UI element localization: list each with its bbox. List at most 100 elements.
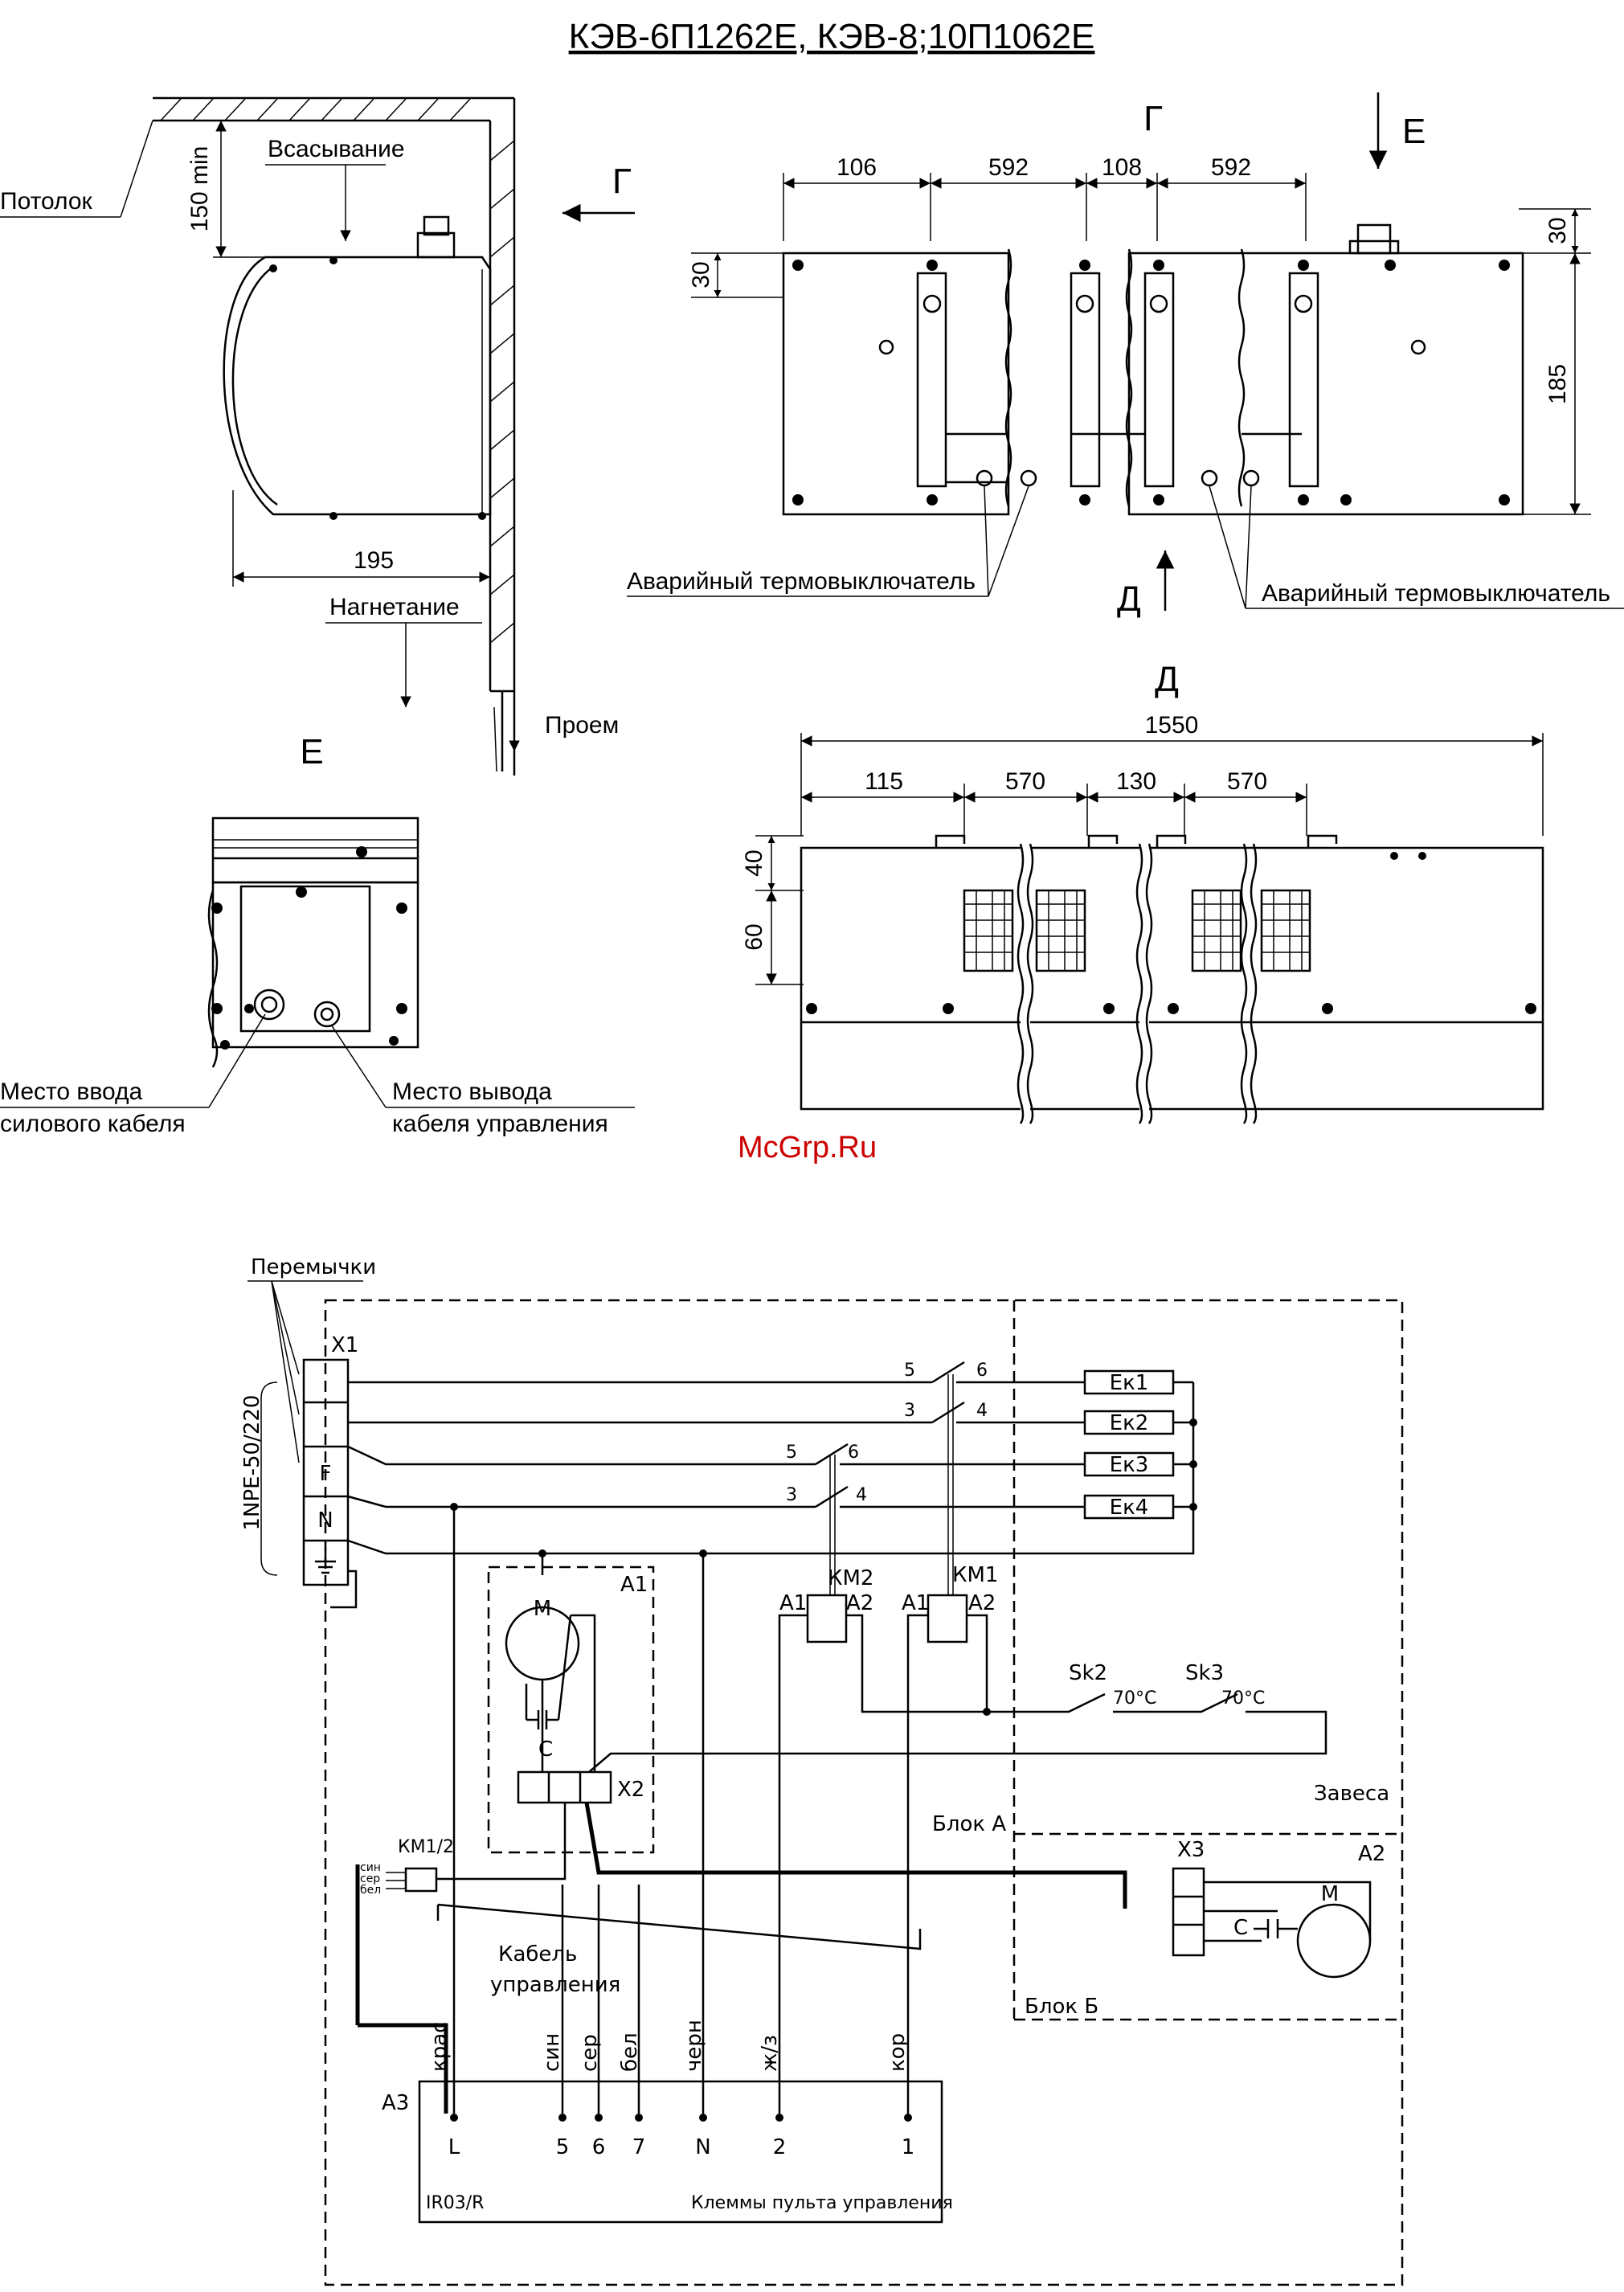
view-g: Г Е 106 592 108 592 30 185 30 xyxy=(627,92,1624,619)
jumpers-label: Перемычки xyxy=(251,1255,376,1279)
km2-contact-3: 3 xyxy=(786,1485,797,1505)
view-e: Е Место ввода силового кабеля Место выво… xyxy=(0,732,635,1137)
km2-contact-6: 6 xyxy=(848,1443,859,1463)
x2-label: X2 xyxy=(617,1778,644,1802)
heater-body-side xyxy=(223,256,492,516)
km1-label: КМ1 xyxy=(952,1563,998,1587)
block-a1-boundary xyxy=(487,1566,655,1854)
dim-115: 115 xyxy=(865,768,903,795)
terminal-1: 1 xyxy=(902,2135,915,2159)
x1-label: X1 xyxy=(331,1333,358,1357)
km1-coil xyxy=(927,1594,968,1643)
motor-a1-label: М xyxy=(534,1597,551,1621)
term-color-ser: сер xyxy=(578,2034,602,2072)
capacitor-a1 xyxy=(526,1710,558,1729)
x1-terminal-n: N xyxy=(317,1508,333,1533)
opening-label: Проем xyxy=(545,712,619,739)
term-color-zhz: ж/з xyxy=(758,2035,782,2072)
term-color-kor: кор xyxy=(886,2033,910,2072)
block-a-label: Блок А xyxy=(932,1812,1006,1836)
km1-contact-3: 3 xyxy=(904,1401,915,1421)
control-cable-label-1: Кабель xyxy=(498,1942,577,1967)
km1-a1-label: А1 xyxy=(902,1591,929,1615)
dim-130: 130 xyxy=(1116,768,1156,795)
km12-connector xyxy=(404,1867,438,1893)
x1-terminal-f: F xyxy=(320,1462,332,1486)
total-dim: 1550 xyxy=(1145,712,1199,739)
control-exit-label-2: кабеля управления xyxy=(392,1111,608,1137)
panel-terminals: L 5 6 7 N 2 1 xyxy=(448,2135,915,2159)
wiring-schematic: Перемычки 1NPE-50/220 X1 F N Ек1 Ек2 Ек3 xyxy=(240,1255,1404,2286)
km1-contact-5: 5 xyxy=(904,1361,915,1381)
discharge-label: Нагнетание xyxy=(329,594,460,620)
dim-108: 108 xyxy=(1102,154,1142,181)
heater-ek1-label: Ек1 xyxy=(1110,1371,1149,1395)
supply-label: 1NPE-50/220 xyxy=(240,1395,264,1531)
km2-a2-label: А2 xyxy=(846,1591,873,1615)
height-left-dim: 30 xyxy=(688,261,714,288)
km1-contact-4: 4 xyxy=(976,1401,988,1421)
power-entry-label-2: силового кабеля xyxy=(0,1111,186,1137)
wire-color-bel: бел xyxy=(360,1884,381,1897)
term-color-kras: крас xyxy=(427,2022,452,2072)
cable-gland-side xyxy=(416,231,456,259)
arrow-g-label: Г xyxy=(612,162,632,201)
sk2-label: Sk2 xyxy=(1069,1661,1107,1685)
panel-terminal-colors: крас син сер бел черн ж/з кор xyxy=(427,2020,910,2072)
view-d-label: Д xyxy=(1155,660,1179,699)
km2-coil xyxy=(806,1594,848,1643)
power-entry-gland xyxy=(253,988,285,1021)
sk3-temp: 70°С xyxy=(1221,1688,1265,1709)
terminal-l: L xyxy=(448,2135,460,2159)
cap-a2-label: С xyxy=(1233,1916,1248,1940)
km1-a2-label: А2 xyxy=(968,1591,996,1615)
hooks-view-d xyxy=(935,834,1338,848)
intake-label: Всасывание xyxy=(268,136,405,162)
bolts-view-d xyxy=(806,852,1536,1014)
term-color-chern: черн xyxy=(682,2020,706,2072)
heater-grilles xyxy=(963,889,1311,972)
power-entry-label-1: Место ввода xyxy=(0,1078,143,1105)
x3-label: X3 xyxy=(1177,1838,1205,1862)
km2-contact-5: 5 xyxy=(786,1443,797,1463)
thermo-left-label: Аварийный термовыключатель xyxy=(627,568,976,595)
ground-icon xyxy=(315,1547,336,1574)
capacitor-a2 xyxy=(1254,1919,1298,1938)
terminal-6: 6 xyxy=(592,2135,606,2159)
a1-label: А1 xyxy=(620,1573,648,1597)
dim-570b: 570 xyxy=(1227,768,1267,795)
x1-terminal-block xyxy=(302,1358,350,1586)
h40-dim: 40 xyxy=(741,849,767,876)
min-gap-dim: 150 min xyxy=(186,146,213,232)
bolts-view-e xyxy=(211,846,407,1050)
arrow-e-label: Е xyxy=(1402,112,1426,151)
term-color-sin: син xyxy=(540,2033,564,2072)
motor-a2 xyxy=(1296,1903,1372,1979)
a3-label: А3 xyxy=(382,2091,409,2115)
ceiling-label: Потолок xyxy=(0,188,93,215)
heater-ek2-label: Ек2 xyxy=(1110,1411,1149,1435)
dim-592b: 592 xyxy=(1211,154,1251,181)
view-d: Д 1550 115 570 130 570 40 60 xyxy=(741,660,1544,1124)
km2-contact-4: 4 xyxy=(856,1485,867,1505)
control-panel-a3 xyxy=(418,2080,943,2224)
block-b-label: Блок Б xyxy=(1025,1995,1098,2019)
side-view: Потолок Всасывание Нагнетание Проем 150 … xyxy=(0,96,635,776)
km2-label: КМ2 xyxy=(828,1566,873,1590)
x2-terminal-block xyxy=(517,1770,612,1804)
km2-a1-label: А1 xyxy=(779,1591,807,1615)
thermo-right-label: Аварийный термовыключатель xyxy=(1262,580,1610,607)
heater-ek4-label: Ек4 xyxy=(1110,1496,1149,1520)
terminal-2: 2 xyxy=(773,2135,787,2159)
wire-color-ser: сер xyxy=(360,1872,380,1885)
view-g-label: Г xyxy=(1143,99,1163,138)
panel-terminals-caption: Клеммы пульта управления xyxy=(691,2193,953,2213)
page-title: КЭВ-6П1262Е, КЭВ-8;10П1062Е xyxy=(569,17,1095,56)
sk3-label: Sk3 xyxy=(1185,1661,1224,1685)
ceiling-hatch xyxy=(153,96,514,122)
dim-570a: 570 xyxy=(1005,768,1045,795)
height-top-dim: 30 xyxy=(1544,217,1571,244)
dim-106: 106 xyxy=(837,154,877,181)
terminal-5: 5 xyxy=(556,2135,570,2159)
